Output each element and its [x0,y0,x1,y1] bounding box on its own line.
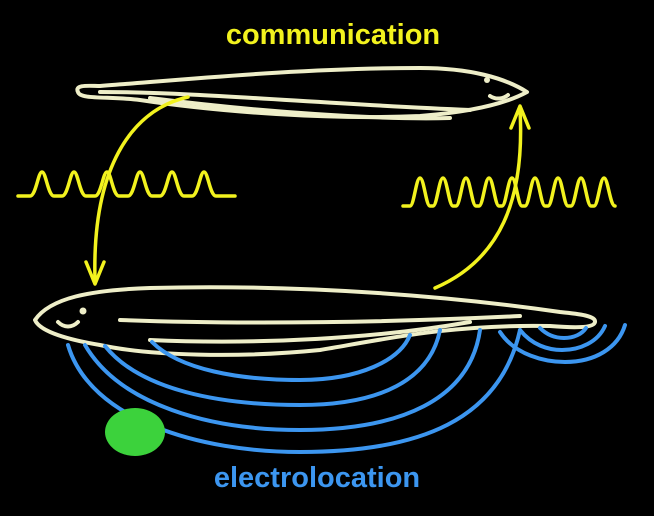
arrow-down [84,95,190,286]
object-circle [105,408,165,456]
top-fish-mouth [488,93,510,101]
top-fish [75,66,529,121]
top-fish-eye [484,77,490,83]
electric-field-lines [66,323,627,455]
bottom-fish-mouth [56,320,80,329]
left-waveform [16,170,237,198]
right-waveform [401,176,617,208]
communication-label: communication [226,19,440,51]
arrow-up [433,104,531,290]
bottom-fish-eye [79,307,87,315]
electrolocation-label: electrolocation [214,462,420,494]
